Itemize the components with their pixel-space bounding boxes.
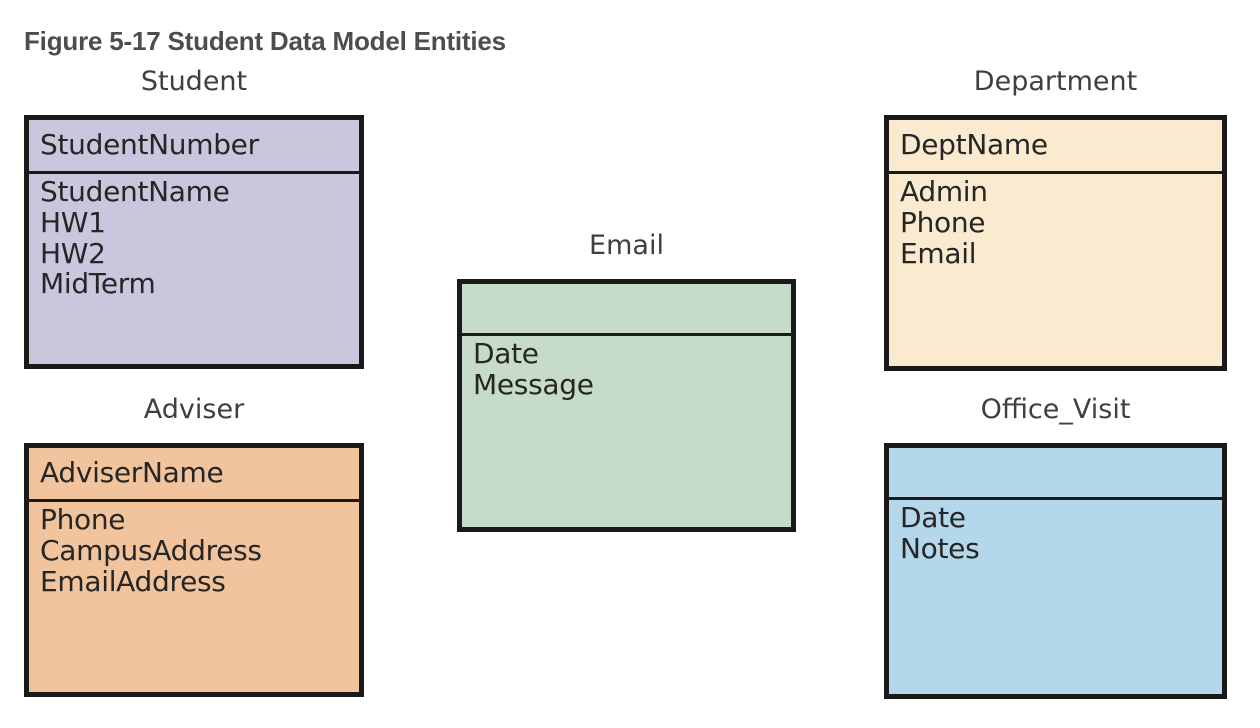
key-attribute: DeptName bbox=[900, 128, 1048, 162]
attribute-item: Notes bbox=[900, 531, 980, 565]
entity-box-department: DeptName Admin Phone Email bbox=[884, 115, 1227, 371]
attribute-item: Message bbox=[473, 367, 594, 401]
entity-box-student: StudentNumber StudentName HW1 HW2 MidTer… bbox=[24, 115, 364, 369]
entity-name-department: Department bbox=[973, 66, 1138, 97]
attribute-compartment-office-visit: Date Notes bbox=[889, 500, 1222, 692]
attribute-item: StudentName bbox=[40, 175, 230, 208]
attribute-item: CampusAddress bbox=[40, 533, 262, 567]
entity-box-office-visit: Date Notes bbox=[884, 443, 1227, 699]
attribute-item: Email bbox=[900, 236, 977, 270]
attribute-item: Date bbox=[473, 337, 539, 370]
attribute-item: Admin bbox=[900, 175, 988, 208]
key-compartment-adviser: AdviserName bbox=[29, 448, 359, 502]
attribute-item: Phone bbox=[900, 205, 986, 239]
key-compartment-email bbox=[462, 284, 791, 336]
attribute-compartment-adviser: Phone CampusAddress EmailAddress bbox=[29, 502, 359, 692]
attribute-compartment-student: StudentName HW1 HW2 MidTerm bbox=[29, 174, 359, 364]
attribute-compartment-department: Admin Phone Email bbox=[889, 174, 1222, 366]
key-compartment-office-visit bbox=[889, 448, 1222, 500]
attribute-item: Date bbox=[900, 501, 966, 534]
key-compartment-student: StudentNumber bbox=[29, 120, 359, 174]
attribute-item: MidTerm bbox=[40, 267, 156, 301]
key-attribute: StudentNumber bbox=[40, 128, 259, 162]
entity-name-office-visit: Office_Visit bbox=[980, 394, 1131, 425]
entity-box-adviser: AdviserName Phone CampusAddress EmailAdd… bbox=[24, 443, 364, 697]
key-attribute: AdviserName bbox=[40, 456, 224, 490]
entity-name-student: Student bbox=[140, 66, 248, 97]
attribute-item: HW2 bbox=[40, 236, 106, 270]
attribute-item: Phone bbox=[40, 503, 126, 536]
attribute-compartment-email: Date Message bbox=[462, 336, 791, 525]
key-compartment-department: DeptName bbox=[889, 120, 1222, 174]
figure-caption: Figure 5-17 Student Data Model Entities bbox=[24, 26, 506, 56]
attribute-item: HW1 bbox=[40, 205, 106, 239]
entity-name-adviser: Adviser bbox=[143, 394, 245, 425]
attribute-item: EmailAddress bbox=[40, 564, 226, 598]
entity-box-email: Date Message bbox=[457, 279, 796, 532]
entity-name-email: Email bbox=[589, 230, 664, 261]
